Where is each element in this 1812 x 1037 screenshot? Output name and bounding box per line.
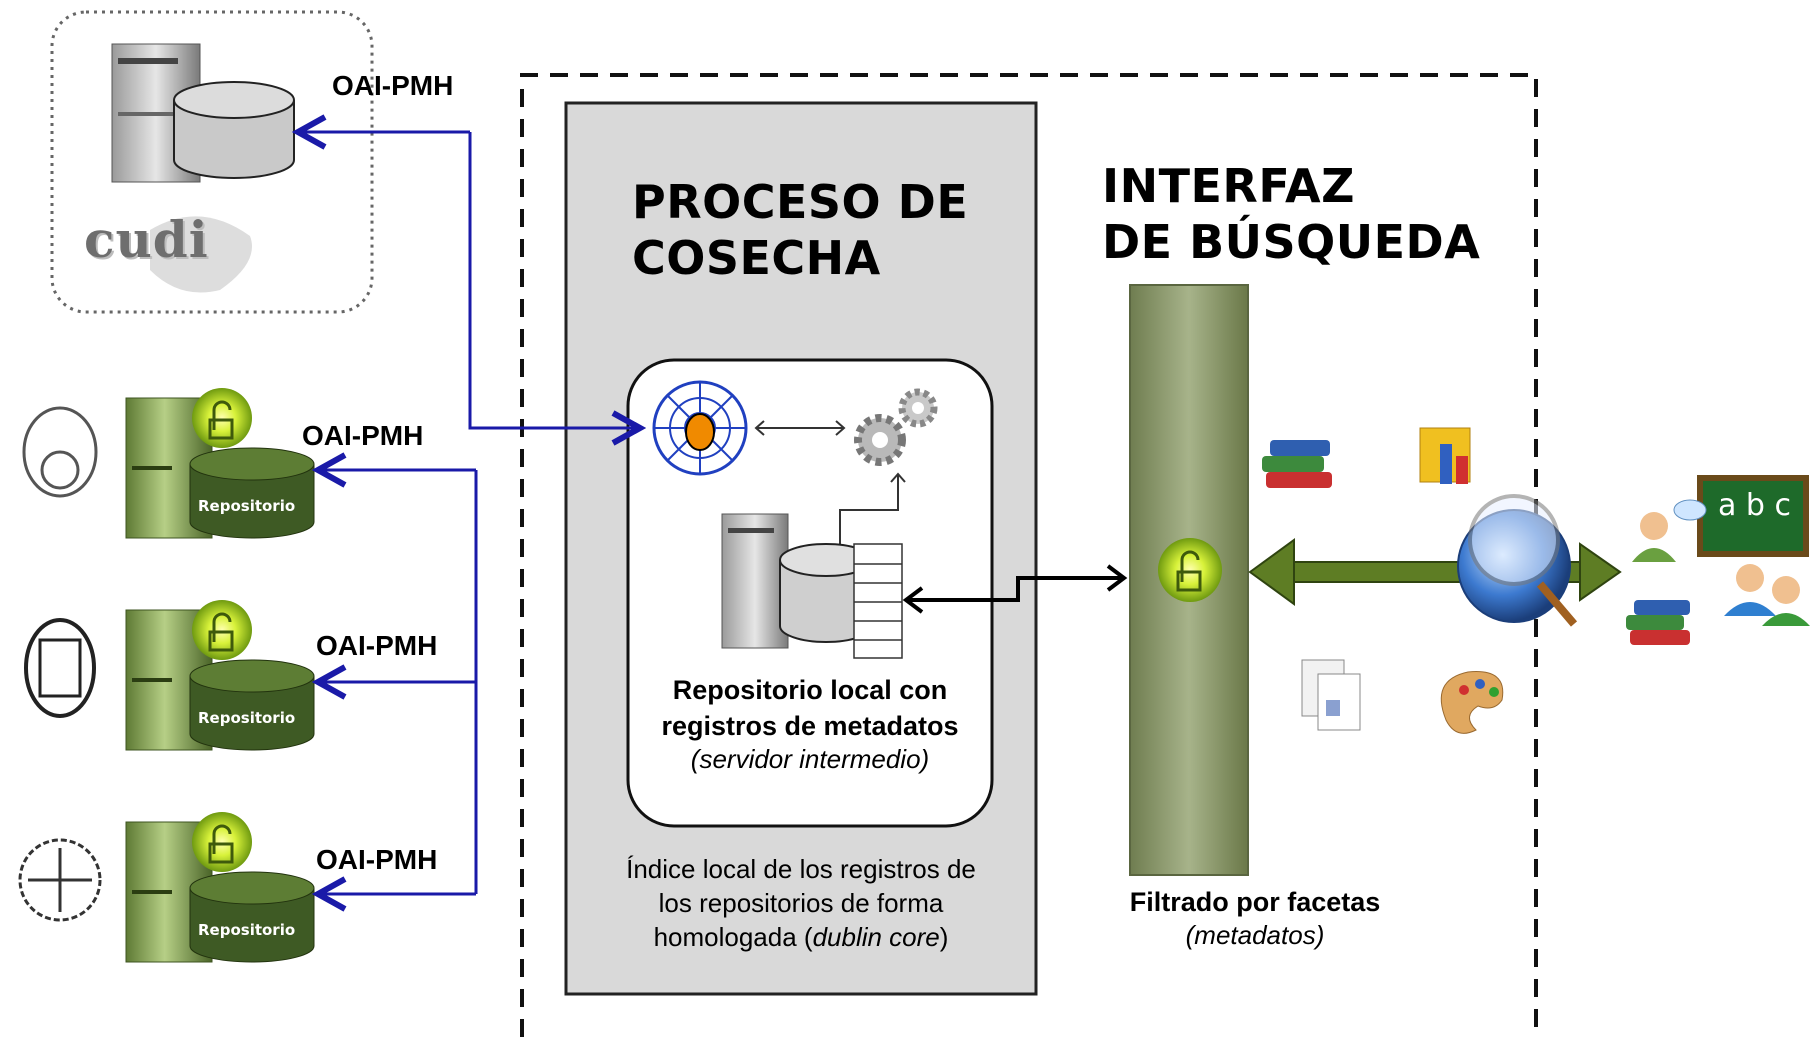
- chalkboard-text: a b c: [1718, 488, 1791, 523]
- facet-filter-caption: Filtrado por facetas (metadatos): [1090, 884, 1420, 951]
- local-database-icon: [779, 543, 873, 643]
- oai-pmh-label-repo-1: OAI-PMH: [302, 420, 424, 451]
- metadata-table-icon: [853, 543, 903, 659]
- green-double-arrow: [1248, 538, 1622, 606]
- oai-pmh-label-repo-2: OAI-PMH: [316, 630, 438, 661]
- repository-label-2: Repositorio: [198, 709, 296, 727]
- users-classroom-icon: [1626, 475, 1810, 645]
- index-line3-prefix: homologada (: [653, 922, 813, 952]
- search-title-line2: DE BÚSQUEDA: [1102, 215, 1481, 269]
- cudi-logo-text: cudi: [84, 210, 209, 269]
- facet-filter-note: (metadatos): [1185, 920, 1325, 950]
- local-repository-caption: Repositorio local con registros de metad…: [628, 672, 992, 775]
- oai-pmh-label-cudi: OAI-PMH: [332, 70, 454, 101]
- index-line3: homologada (dublin core): [566, 920, 1036, 954]
- index-line1: Índice local de los registros de: [626, 854, 976, 884]
- index-line3-suffix: ): [939, 922, 949, 952]
- facet-filter-label: Filtrado por facetas: [1129, 887, 1381, 917]
- gears-icon: [854, 388, 938, 466]
- globe-search-icon: [1457, 494, 1578, 627]
- harvest-title: PROCESO DE COSECHA: [632, 174, 968, 286]
- repository-node-3: [18, 812, 315, 963]
- local-repo-line1: Repositorio local con: [672, 675, 948, 705]
- repository-label-3: Repositorio: [198, 921, 296, 939]
- search-title-line1: INTERFAZ: [1102, 159, 1355, 213]
- local-server-icon: [721, 513, 789, 649]
- open-access-icon: [1158, 538, 1222, 602]
- local-repo-note: (servidor intermedio): [690, 744, 930, 774]
- cudi-database-icon: [173, 81, 295, 179]
- index-caption: Índice local de los registros de los rep…: [566, 852, 1036, 954]
- spider-web-icon: [652, 380, 748, 476]
- system-boundary: [520, 73, 1538, 1037]
- palette-icon: [1440, 671, 1504, 734]
- documents-icon: [1301, 659, 1361, 731]
- harvest-title-line2: COSECHA: [632, 231, 881, 285]
- harvest-title-line1: PROCESO DE: [632, 175, 969, 229]
- chart-icon: [1419, 427, 1471, 484]
- local-to-interface-arrow: [902, 564, 1128, 614]
- repository-label-1: Repositorio: [198, 497, 296, 515]
- search-interface-title: INTERFAZ DE BÚSQUEDA: [1102, 158, 1480, 270]
- repository-node-1: [22, 388, 315, 539]
- oai-pmh-label-repo-3: OAI-PMH: [316, 844, 438, 875]
- repository-node-2: [24, 600, 315, 751]
- index-line2: los repositorios de forma: [658, 888, 944, 918]
- oai-pmh-connectors: [298, 132, 640, 894]
- cudi-logo: [150, 216, 252, 293]
- books-icon: [1262, 440, 1332, 488]
- local-repo-line2: registros de metadatos: [661, 711, 959, 741]
- index-line3-italic: dublin core: [812, 922, 940, 952]
- harvest-internal-arrows: [754, 420, 906, 552]
